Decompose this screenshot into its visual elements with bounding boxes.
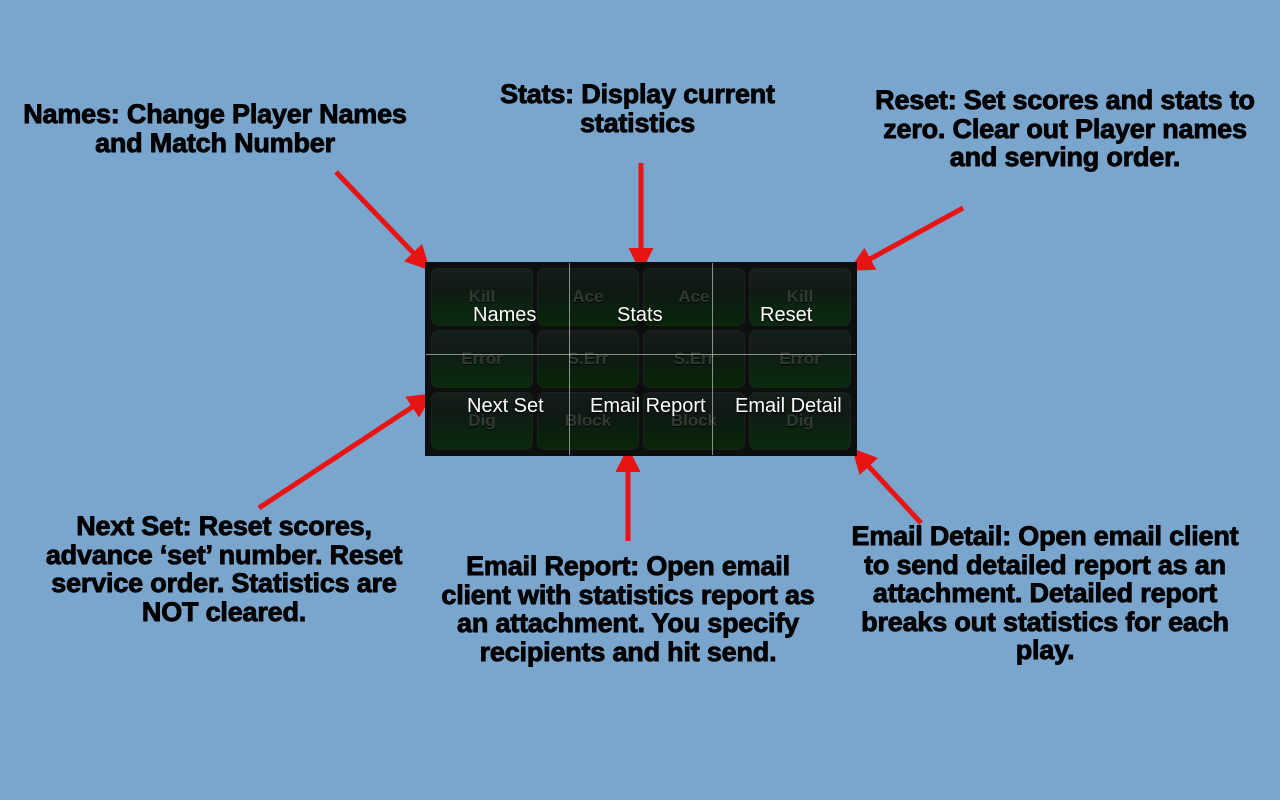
stat-button-dig-left[interactable]: Dig (431, 392, 533, 450)
stat-button-label: Kill (786, 287, 814, 306)
stat-button-label: S.Err (567, 349, 609, 368)
callout-text-next-set: Next Set: Reset scores, advance ‘set’ nu… (45, 511, 403, 627)
stat-button-label: Kill (468, 287, 496, 306)
callout-text-email-report: Email Report: Open email client with sta… (441, 551, 815, 667)
callout-text-reset: Reset: Set scores and stats to zero. Cle… (875, 85, 1256, 173)
arrow-names (334, 170, 431, 271)
stat-button-kill-right[interactable]: Kill (749, 268, 851, 326)
stat-button-error-right[interactable]: Error (749, 330, 851, 388)
stats-button[interactable]: Stats (617, 304, 663, 326)
stat-button-label: Dig (468, 411, 496, 430)
callout-text-email-detail: Email Detail: Open email client to send … (851, 521, 1239, 666)
arrow-reset (848, 205, 965, 271)
stat-button-serve-error-right[interactable]: S.Err (643, 330, 745, 388)
volleyball-stats-app-panel: Kill Ace Ace Kill Error S.Err S.Err Erro… (425, 262, 857, 456)
stat-button-grid: Kill Ace Ace Kill Error S.Err S.Err Erro… (426, 263, 856, 455)
names-button[interactable]: Names (473, 304, 537, 326)
stat-button-label: Block (670, 411, 718, 430)
stat-button-label: Ace (572, 287, 604, 306)
arrow-email-detail (851, 448, 923, 525)
stat-button-label: S.Err (673, 349, 715, 368)
stat-button-label: Block (564, 411, 612, 430)
stat-button-serve-error-left[interactable]: S.Err (537, 330, 639, 388)
email-report-button[interactable]: Email Report (590, 395, 706, 417)
next-set-button[interactable]: Next Set (467, 395, 544, 417)
reset-button[interactable]: Reset (760, 304, 813, 326)
callout-text-stats: Stats: Display current statistics (500, 79, 776, 138)
stat-button-block-right[interactable]: Block (643, 392, 745, 450)
grid-divider-vertical-left (569, 263, 570, 455)
stat-button-kill-left[interactable]: Kill (431, 268, 533, 326)
arrow-next-set (257, 393, 434, 511)
stat-button-ace-left[interactable]: Ace (537, 268, 639, 326)
callout-text-names: Names: Change Player Names and Match Num… (23, 99, 408, 158)
stat-button-label: Dig (786, 411, 814, 430)
email-detail-button[interactable]: Email Detail (735, 395, 842, 417)
stat-button-error-left[interactable]: Error (431, 330, 533, 388)
grid-divider-horizontal (426, 354, 856, 355)
stat-button-ace-right[interactable]: Ace (643, 268, 745, 326)
stat-button-label: Error (779, 349, 821, 368)
stat-button-dig-right[interactable]: Dig (749, 392, 851, 450)
stat-button-block-left[interactable]: Block (537, 392, 639, 450)
stat-button-label: Error (461, 349, 503, 368)
grid-divider-vertical-right (712, 263, 713, 455)
stat-button-label: Ace (678, 287, 710, 306)
